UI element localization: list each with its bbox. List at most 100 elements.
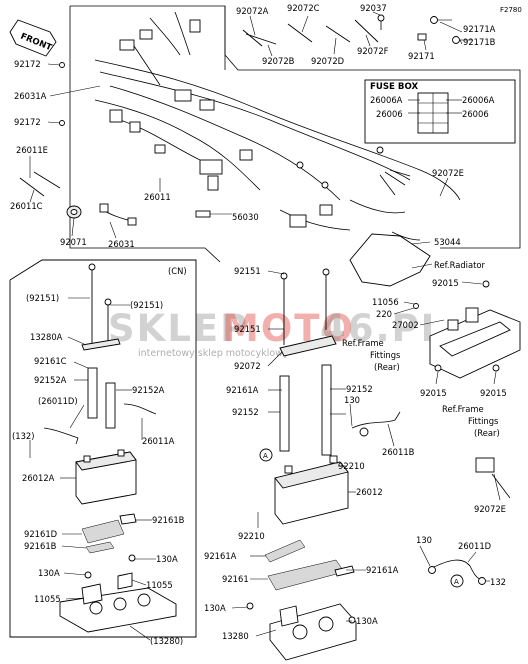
svg-text:A: A xyxy=(263,452,268,460)
label-92161a-mid-2: 92161A xyxy=(204,551,237,561)
label-53044: 53044 xyxy=(434,237,461,247)
label-92072e-bottom: 92072E xyxy=(474,504,506,514)
label-26012a: 26012A xyxy=(22,473,55,483)
label-26006a-left: 26006A xyxy=(370,95,403,105)
label-ref-frame-2c: (Rear) xyxy=(474,428,500,438)
fuse-box-group: FUSE BOX xyxy=(364,79,516,144)
label-92152-mid-2: 92152 xyxy=(232,407,259,417)
label-130a-left-2: 130A xyxy=(38,568,60,578)
watermark-tagline: internetowy sklep motocyklowy xyxy=(138,348,289,359)
label-11055-right: 11055 xyxy=(146,580,173,590)
cn-region: (CN) xyxy=(9,259,197,638)
label-92151-l1: (92151) xyxy=(26,293,59,303)
callout-a-right: A xyxy=(450,574,464,588)
svg-text:A: A xyxy=(454,578,459,586)
label-ref-frame-1b: Fittings xyxy=(370,350,400,360)
label-130-mid: 130 xyxy=(344,395,360,405)
label-92151-l2: (92151) xyxy=(130,300,163,310)
label-92210-left: 92210 xyxy=(238,531,265,541)
label-92172-mid: 92172 xyxy=(14,117,41,127)
label-92015-right: 92015 xyxy=(480,388,507,398)
label-13280-mid: 13280 xyxy=(222,631,249,641)
label-26011b: 26011B xyxy=(382,447,415,457)
label-92151-m2: 92151 xyxy=(234,324,261,334)
label-ref-frame-1c: (Rear) xyxy=(374,362,400,372)
figure-code: F2780 xyxy=(500,6,522,14)
label-26011d-left: (26011D) xyxy=(38,396,78,406)
leader-lines xyxy=(29,11,501,641)
label-ref-frame-1a: Ref.Frame xyxy=(342,338,384,348)
label-132-left: (132) xyxy=(12,431,35,441)
label-92152-mid-1: 92152 xyxy=(346,384,373,394)
label-132-right: 132 xyxy=(490,577,506,587)
label-92210-right: 92210 xyxy=(338,461,365,471)
label-13280a: 13280A xyxy=(30,332,63,342)
main-battery-group xyxy=(246,268,401,661)
label-220: 220 xyxy=(376,309,392,319)
label-92015-left: 92015 xyxy=(420,388,447,398)
label-92171b: 92171B xyxy=(463,37,496,47)
cn-label: (CN) xyxy=(168,266,187,276)
harness-panel-outline xyxy=(69,5,521,263)
label-92171: 92171 xyxy=(408,51,435,61)
right-cable-26011d xyxy=(428,559,486,585)
fuse-box-title: FUSE BOX xyxy=(370,82,418,92)
label-92151-m1: 92151 xyxy=(234,266,261,276)
label-26011d-right: 26011D xyxy=(458,541,491,551)
label-92172-top: 92172 xyxy=(14,59,41,69)
left-small-parts xyxy=(19,62,137,226)
label-56030: 56030 xyxy=(232,212,259,222)
label-92161b-2: 92161B xyxy=(24,541,57,551)
label-130-right: 130 xyxy=(416,535,432,545)
label-92161c: 92161C xyxy=(34,356,67,366)
cable-ties-group xyxy=(242,14,472,47)
callout-a-left: A xyxy=(259,448,273,462)
label-92072d: 92072D xyxy=(311,56,344,66)
watermark-brand-right: 46.PL xyxy=(320,307,446,350)
label-92161: 92161 xyxy=(222,574,249,584)
front-arrow: FRONT xyxy=(9,19,57,57)
label-92071: 92071 xyxy=(60,237,87,247)
label-92072b: 92072B xyxy=(262,56,295,66)
label-92072e-top: 92072E xyxy=(432,168,464,178)
rear-frame-fittings xyxy=(413,280,521,499)
label-92072-mid: 92072 xyxy=(234,361,261,371)
label-plate-56030 xyxy=(195,210,211,218)
label-26011: 26011 xyxy=(144,192,171,202)
label-26006a-right: 26006A xyxy=(462,95,495,105)
label-26011e: 26011E xyxy=(16,145,48,155)
label-92161b: 92161B xyxy=(152,515,185,525)
part-labels: 92072A 92072C 92037 92171A 92171B 92171 … xyxy=(10,3,507,646)
label-27002: 27002 xyxy=(392,320,419,330)
label-92072a: 92072A xyxy=(236,6,269,16)
label-26011a: 26011A xyxy=(142,436,175,446)
label-92161a-mid: 92161A xyxy=(226,385,259,395)
label-130a-left-1: 130A xyxy=(156,554,178,564)
label-92161d: 92161D xyxy=(24,529,57,539)
label-26012: 26012 xyxy=(356,487,383,497)
label-26006-left: 26006 xyxy=(376,109,403,119)
label-92171a: 92171A xyxy=(463,24,496,34)
main-harness-26031a xyxy=(94,11,461,231)
label-26006-right: 26006 xyxy=(462,109,489,119)
label-92152a-right: 92152A xyxy=(132,385,165,395)
label-92072f: 92072F xyxy=(357,46,389,56)
label-92152a-left: 92152A xyxy=(34,375,67,385)
label-ref-radiator: Ref.Radiator xyxy=(434,260,486,270)
label-130a-mid-1: 130A xyxy=(204,603,226,613)
label-ref-frame-2a: Ref.Frame xyxy=(442,404,484,414)
label-92161a-mid-3: 92161A xyxy=(366,565,399,575)
label-92037: 92037 xyxy=(360,3,387,13)
label-26031: 26031 xyxy=(108,239,135,249)
radiator-bracket-53044 xyxy=(349,231,431,287)
label-13280-left: (13280) xyxy=(150,636,183,646)
label-26031a: 26031A xyxy=(14,91,47,101)
watermark: SKLEP MOTO 46.PL internetowy sklep motoc… xyxy=(108,307,446,359)
label-26011c: 26011C xyxy=(10,201,43,211)
label-130a-mid-2: 130A xyxy=(356,616,378,626)
label-92072c: 92072C xyxy=(287,3,320,13)
label-92015-top: 92015 xyxy=(432,278,459,288)
label-ref-frame-2b: Fittings xyxy=(468,416,498,426)
